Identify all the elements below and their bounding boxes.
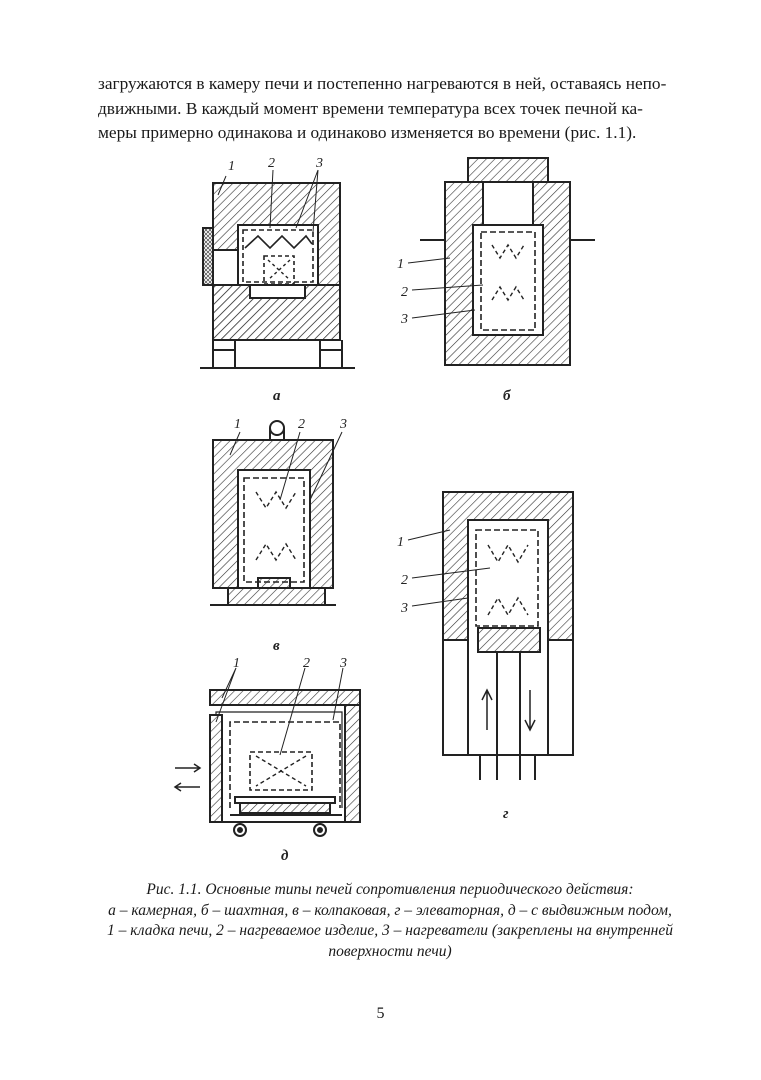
panel-label-v: в <box>273 638 280 654</box>
callout-2: 2 <box>268 156 275 171</box>
caption-line: поверхности печи) <box>328 942 452 960</box>
diagram-a-chamber-furnace <box>200 169 355 369</box>
panel-label-d: д <box>281 848 289 864</box>
panel-label-g: г <box>503 806 509 822</box>
callout-3: 3 <box>400 312 408 327</box>
caption-line: Рис. 1.1. Основные типы печей сопротивле… <box>146 881 634 898</box>
diagram-v-bell-furnace <box>210 420 343 606</box>
text-line: загружаются в камеру печи и постепенно н… <box>98 74 667 93</box>
callout-3: 3 <box>339 656 347 671</box>
callout-2: 2 <box>401 573 408 588</box>
page-number: 5 <box>376 1005 385 1022</box>
callout-3: 3 <box>400 601 408 616</box>
callout-2: 2 <box>298 417 305 432</box>
callout-1: 1 <box>397 535 404 550</box>
callout-1: 1 <box>228 159 235 174</box>
panel-label-b: б <box>503 388 511 404</box>
figure-caption: Рис. 1.1. Основные типы печей сопротивле… <box>90 880 690 962</box>
panel-label-a: а <box>273 388 281 404</box>
caption-line: а – камерная, б – шахтная, в – колпакова… <box>108 901 672 919</box>
callout-1: 1 <box>233 656 240 671</box>
body-paragraph: загружаются в камеру печи и постепенно н… <box>98 72 668 146</box>
diagram-g-elevator-furnace <box>407 491 574 780</box>
callout-1: 1 <box>234 417 241 432</box>
callout-1: 1 <box>397 257 404 272</box>
callout-2: 2 <box>303 656 310 671</box>
text-line: движными. В каждый момент времени темпер… <box>98 98 643 118</box>
diagram-b-shaft-furnace <box>407 157 595 366</box>
text-line: меры примерно одинакова и одинаково изме… <box>98 123 637 142</box>
callout-3: 3 <box>315 156 323 171</box>
callout-3: 3 <box>339 417 347 432</box>
callout-2: 2 <box>401 285 408 300</box>
diagram-d-movable-hearth-furnace <box>173 667 361 837</box>
caption-line: 1 – кладка печи, 2 – нагреваемое изделие… <box>107 922 673 939</box>
